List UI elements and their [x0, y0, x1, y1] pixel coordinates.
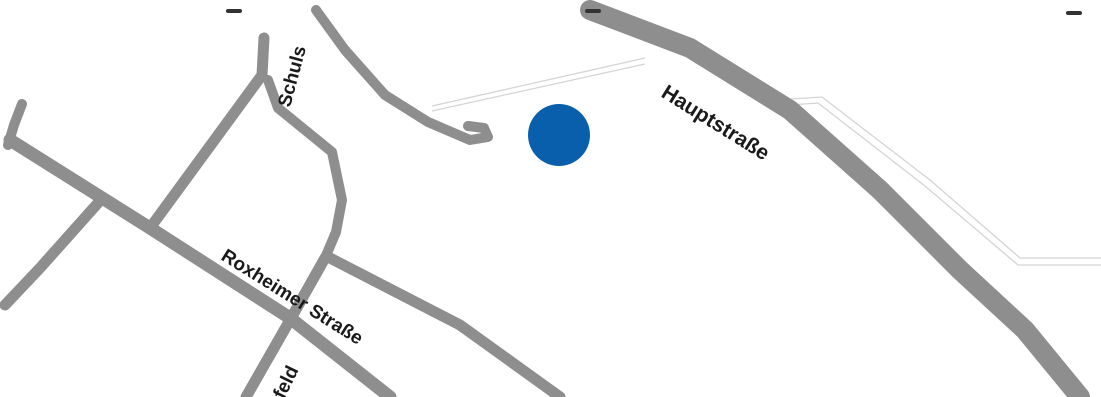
map-edge-marks [226, 9, 1082, 15]
road-schulstrasse [144, 32, 270, 234]
footpaths [431, 57, 1101, 266]
road-schuls-branch [263, 75, 347, 263]
location-dot-icon[interactable] [528, 104, 590, 166]
road-south-west [0, 197, 104, 311]
road-north-west-stub [3, 99, 27, 150]
road-east-of-schuls [324, 252, 566, 397]
road-curve-north [311, 5, 493, 145]
road-roxheimer-strasse [3, 133, 397, 397]
road-feld [240, 252, 331, 397]
road-hauptstrasse [580, 0, 1090, 397]
